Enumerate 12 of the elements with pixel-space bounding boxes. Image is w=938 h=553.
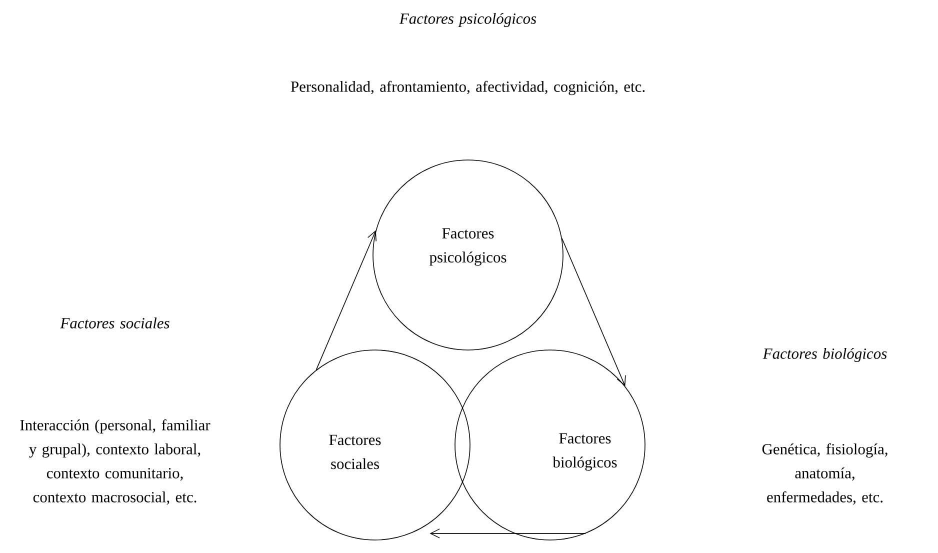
heading: Factores psicológicos: [399, 12, 536, 28]
description: Interacción (personal, familiar y grupal), contexto laboral, contexto comunitario, contexto macrosocial, etc.: [20, 419, 210, 505]
circle-label: Factores biológicos: [552, 433, 617, 471]
heading: Factores biológicos: [762, 348, 887, 362]
description: Genética, fisiología, anatomía, enfermedades, etc.: [762, 443, 888, 505]
description: Personalidad, afrontamiento, afectividad, cognición, etc.: [290, 80, 645, 96]
heading: Factores sociales: [60, 318, 170, 328]
arrow: [430, 528, 586, 538]
arrow: [316, 230, 376, 370]
circle-label: Factores sociales: [329, 434, 381, 470]
arrow: [562, 238, 626, 386]
circle-label: Factores psicológicos: [430, 228, 506, 266]
